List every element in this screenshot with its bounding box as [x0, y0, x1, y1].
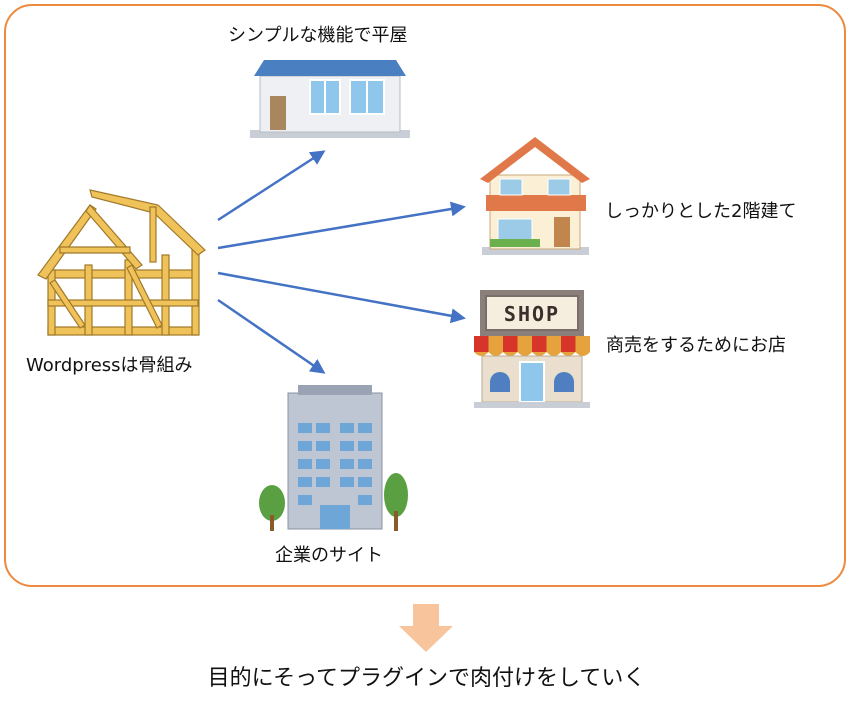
flat-house-illustration: [250, 58, 410, 138]
office-building-illustration: [258, 383, 413, 533]
arrow-to-office: [217, 298, 326, 374]
flat-house-label: シンプルな機能で平屋: [228, 25, 408, 46]
two-story-label: しっかりとした2階建て: [605, 201, 797, 222]
arrow-to-shop: [217, 271, 466, 324]
diagram-frame: [4, 4, 846, 587]
shop-label: 商売をするためにお店: [606, 335, 786, 356]
arrows: [217, 150, 466, 374]
conclusion-text: 目的にそってプラグインで肉付けをしていく: [207, 666, 646, 691]
down-arrow: [399, 604, 453, 652]
shop-illustration: [474, 290, 590, 408]
house-frame-illustration: [30, 185, 210, 340]
arrow-to-flat-house: [217, 150, 326, 222]
shop-sign-text: SHOP: [503, 302, 561, 326]
arrow-to-two-story: [217, 201, 466, 250]
frame-label: Wordpressは骨組み: [26, 355, 193, 376]
office-label: 企業のサイト: [275, 545, 383, 566]
two-story-house-illustration: [478, 135, 593, 257]
